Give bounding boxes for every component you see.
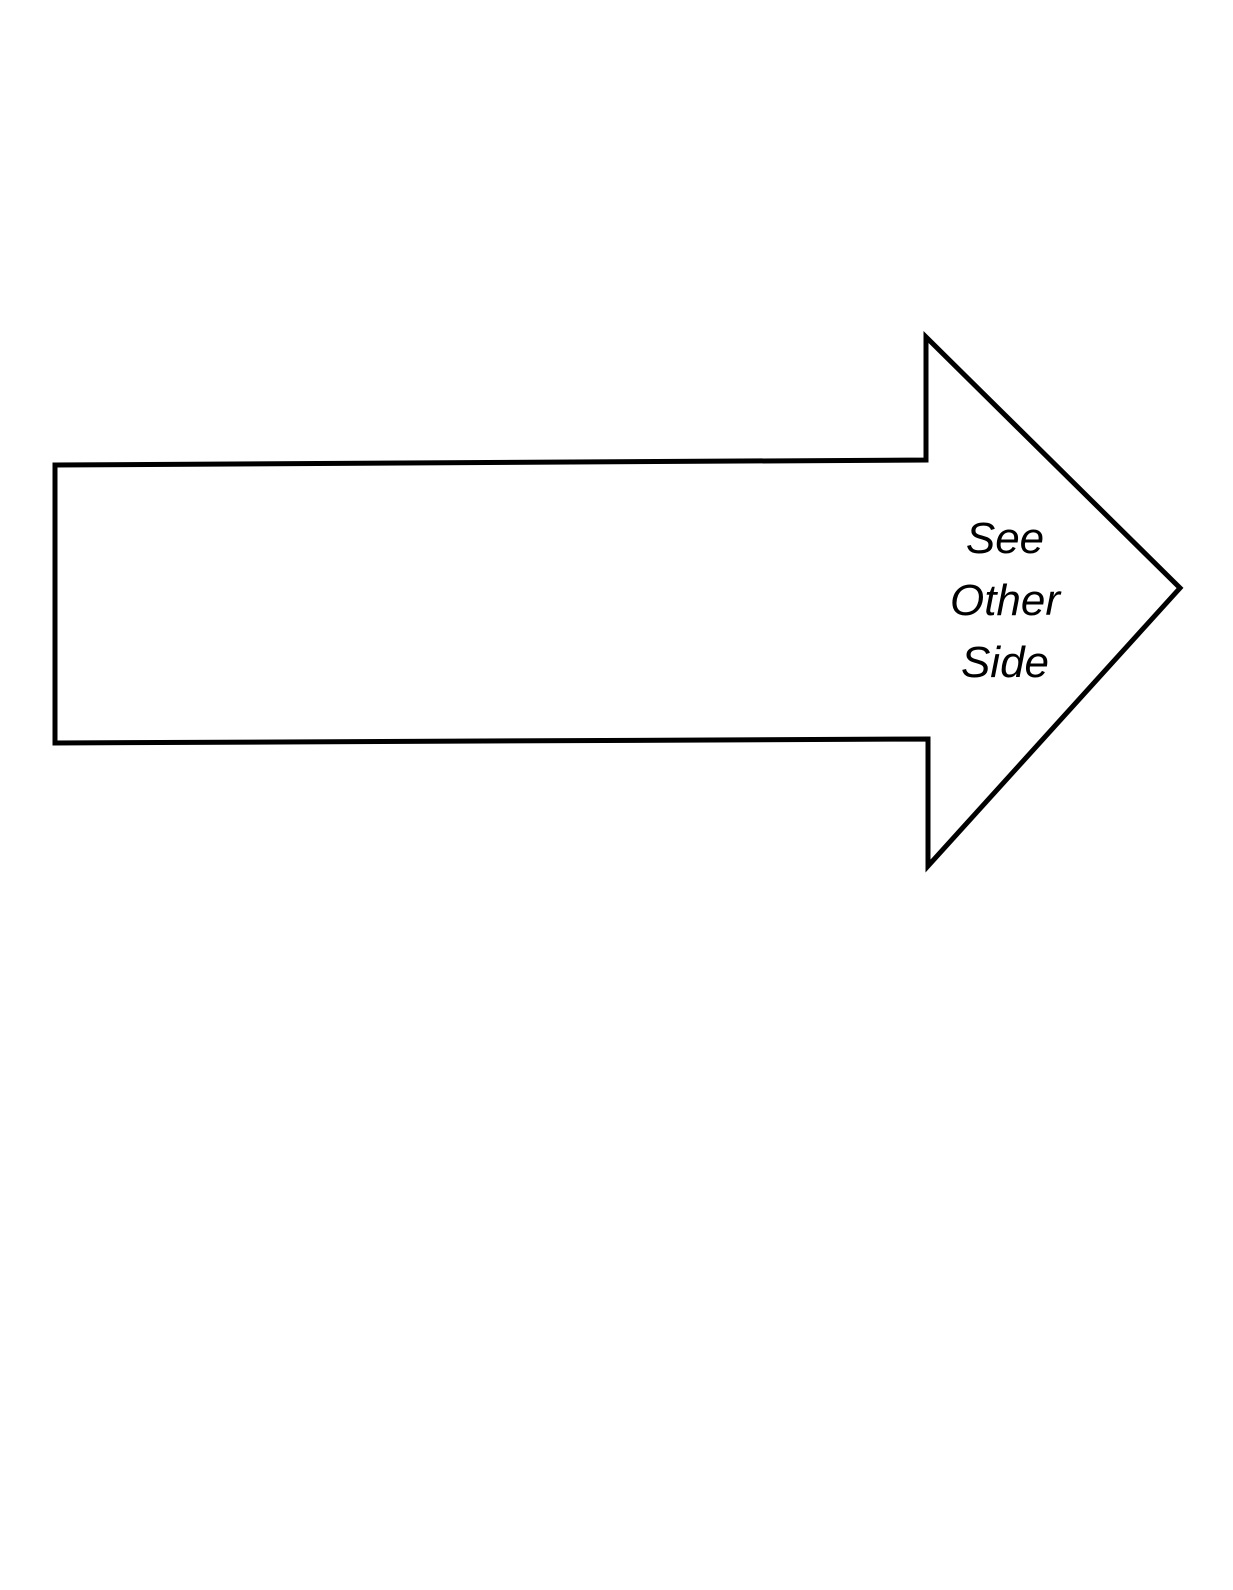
arrow-label-line-3: Side — [905, 632, 1105, 694]
arrow-label: See Other Side — [905, 508, 1105, 694]
arrow-label-line-2: Other — [905, 570, 1105, 632]
arrow-label-line-1: See — [905, 508, 1105, 570]
